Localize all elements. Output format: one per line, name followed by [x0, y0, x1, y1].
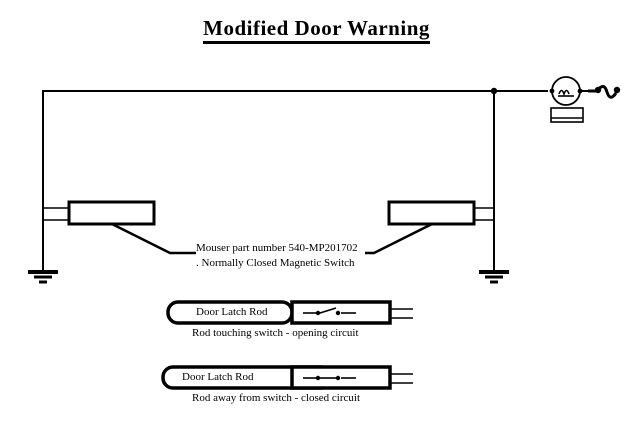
buzzer-icon [549, 76, 592, 106]
legend-rod-label-1: Door Latch Rod [196, 306, 268, 318]
lead-wire-icon [588, 85, 621, 99]
switch-annotation-line2: . Normally Closed Magnetic Switch [196, 257, 355, 269]
switch-left[interactable] [67, 200, 156, 226]
left-switch-leads [43, 207, 72, 221]
legend-caption-1: Rod touching switch - opening circuit [192, 327, 359, 339]
legend-caption-2: Rod away from switch - closed circuit [192, 392, 361, 404]
battery-icon [550, 107, 584, 123]
right-leader-line [365, 222, 433, 255]
legend-rod-label-2: Door Latch Rod [182, 371, 254, 383]
ground-right-icon [479, 270, 509, 284]
left-leader-line [111, 222, 196, 255]
junction-dot-icon [490, 87, 498, 95]
page-title: Modified Door Warning [0, 16, 633, 44]
legend-switch-1 [290, 300, 413, 325]
legend-switch-2 [290, 365, 413, 390]
switch-annotation-line1: Mouser part number 540-MP201702 [196, 242, 358, 254]
page-title-text: Modified Door Warning [203, 16, 430, 44]
ground-left-icon [28, 270, 58, 284]
switch-right[interactable] [387, 200, 476, 226]
